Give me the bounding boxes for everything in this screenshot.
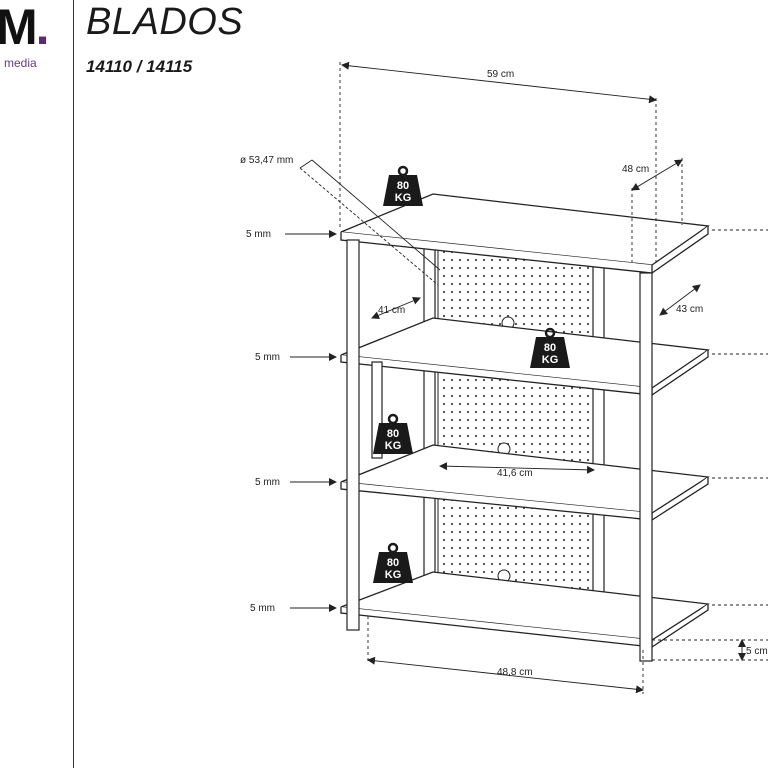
svg-text:80: 80 (544, 342, 556, 354)
shelf-top-edge (340, 226, 709, 274)
shelves (340, 193, 710, 648)
svg-text:KG: KG (385, 440, 402, 452)
product-codes: 14110 / 14115 (86, 57, 193, 76)
svg-text:80: 80 (387, 428, 399, 440)
svg-text:KG: KG (385, 569, 402, 581)
label-shelf-gap-inner: 41 cm (378, 305, 405, 316)
weight-icon: 80 KG (373, 542, 413, 583)
label-shelf-thickness: 5 mm (246, 229, 271, 240)
svg-text:80: 80 (387, 557, 399, 569)
dimension-lines (285, 61, 768, 694)
weight-icon: 80 KG (383, 165, 423, 206)
label-shelf-gap-outer: 43 cm (676, 304, 703, 315)
back-panels (437, 244, 594, 601)
front-poles (346, 239, 653, 662)
label-shelf-thickness: 5 mm (250, 603, 275, 614)
pole-front-right (639, 272, 653, 662)
dim-shelf-inner (371, 297, 421, 319)
dim-shelf-outer (659, 284, 701, 316)
dim-width-top (341, 61, 657, 104)
dim-width-bottom (367, 656, 644, 694)
label-width-top: 59 cm (487, 69, 514, 80)
label-panel-width: 41,6 cm (497, 468, 533, 479)
label-depth-top: 48 cm (622, 164, 649, 175)
product-title: BLADOS (86, 1, 244, 43)
dim-pole-diameter (299, 167, 439, 286)
pole-back-right (592, 254, 605, 611)
dim-depth-top (631, 159, 683, 191)
svg-text:80: 80 (397, 180, 409, 192)
brand-logo-subtext: media (4, 56, 37, 70)
label-shelf-thickness: 5 mm (255, 477, 280, 488)
label-foot-height: 5 cm (746, 646, 768, 657)
pole-mid-left (371, 361, 383, 459)
label-shelf-thickness: 5 mm (255, 352, 280, 363)
pole-front-left (346, 239, 360, 631)
sidebar-panel: M. media (0, 0, 74, 768)
weight-icon: 80 KG (530, 327, 570, 368)
label-width-bottom: 48,8 cm (497, 667, 533, 678)
pole-back-left (423, 239, 436, 611)
brand-logo: M. (0, 0, 50, 55)
svg-text:KG: KG (395, 192, 412, 204)
dim-panel-width (439, 462, 595, 474)
label-pole-diameter: ø 53,47 mm (240, 155, 293, 166)
weight-icon: 80 KG (373, 413, 413, 454)
svg-text:KG: KG (542, 354, 559, 366)
